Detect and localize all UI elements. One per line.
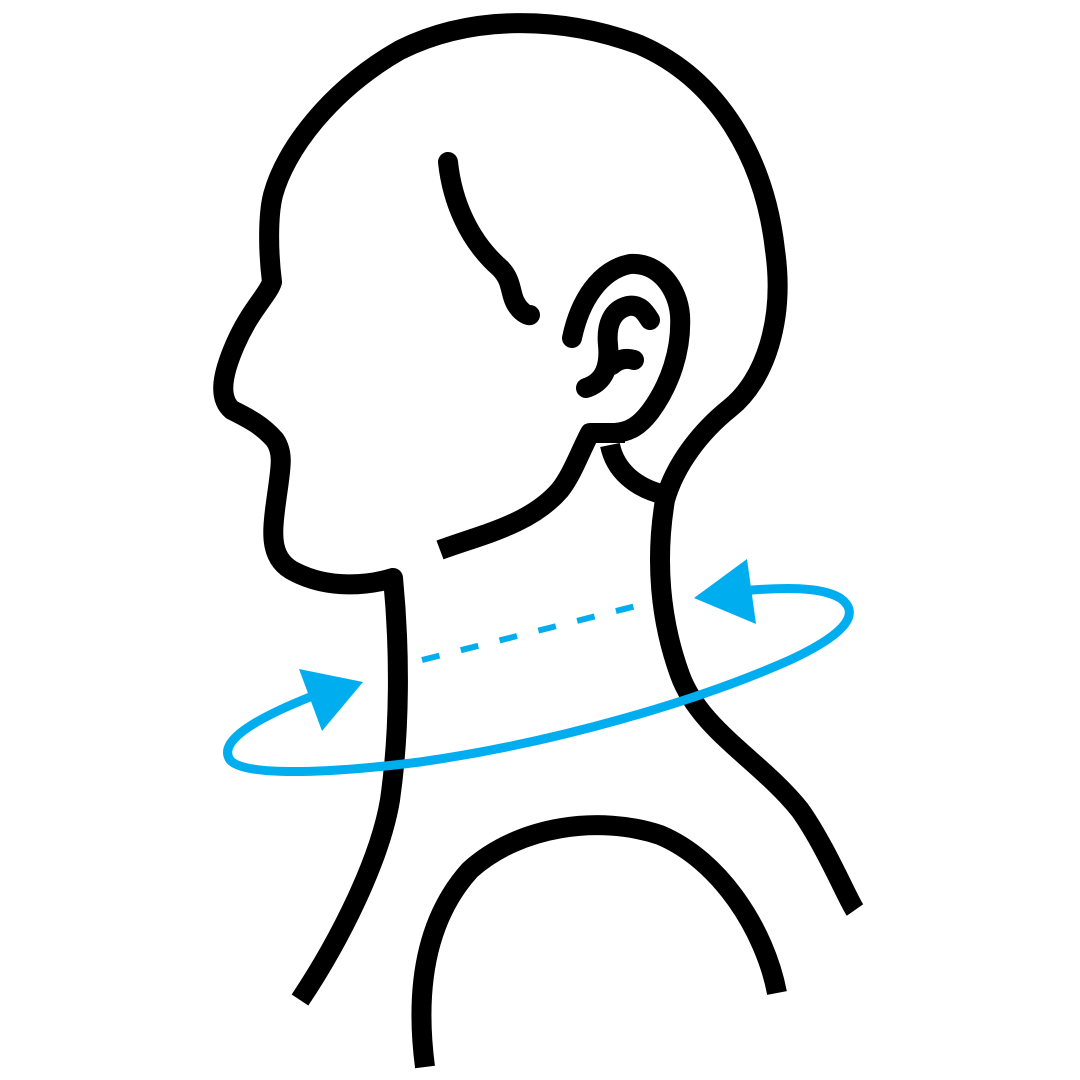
head-outline-group — [213, 13, 864, 1069]
measure-arrow-left-icon — [694, 559, 756, 624]
ear-lobe-detail — [602, 348, 644, 375]
neck-measure-dashed-line — [421, 602, 641, 663]
ear-to-neck-line — [600, 442, 668, 505]
head-profile-outline — [213, 13, 864, 1006]
shoulder-arc — [411, 815, 787, 1069]
neck-measure-loop — [223, 559, 854, 777]
jaw-line — [436, 423, 625, 560]
ear-outer — [562, 253, 691, 443]
measure-arrow-right-icon — [299, 669, 363, 731]
ear-inner — [576, 295, 660, 398]
cheek-line — [438, 152, 540, 326]
neck-measure-ellipse — [223, 583, 854, 777]
